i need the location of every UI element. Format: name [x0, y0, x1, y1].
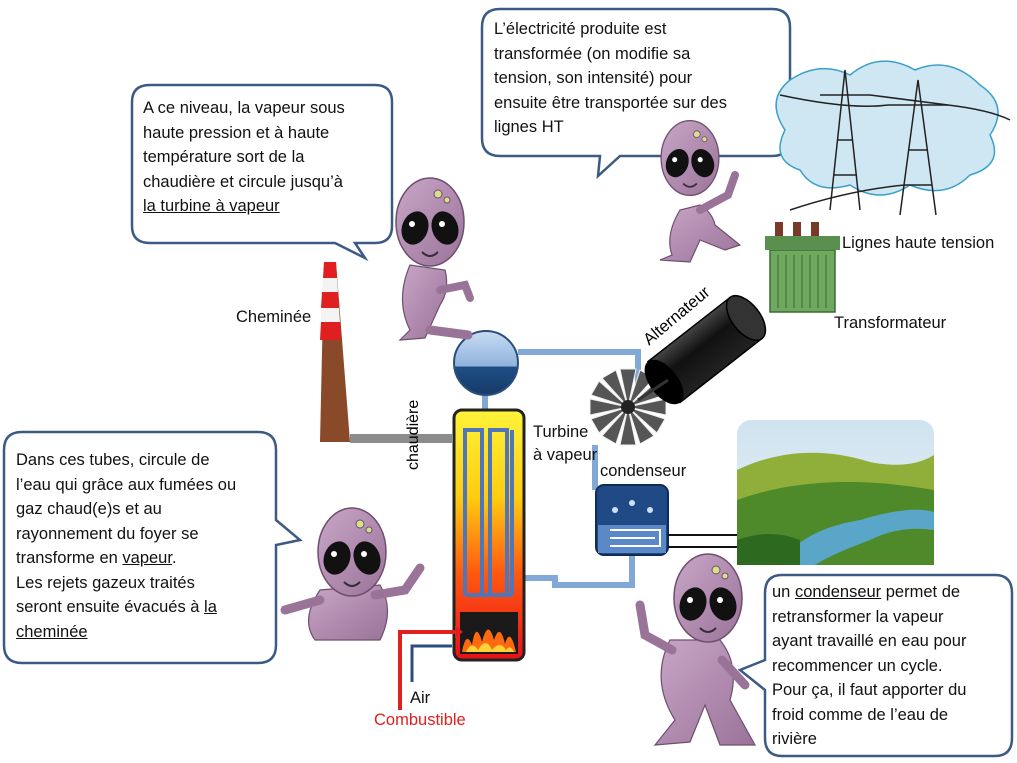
text-part: cheminée — [16, 622, 88, 641]
shaft — [637, 378, 669, 402]
steam-drum — [453, 330, 519, 396]
text-line: rayonnement du foyer se — [16, 524, 199, 543]
bubble-tubes-text: Dans ces tubes, circule de l’eau qui grâ… — [16, 448, 236, 644]
boiler — [452, 408, 526, 662]
text-line: ensuite être transportée sur des — [494, 93, 727, 112]
text-line: ayant travaillé en eau pour — [772, 632, 967, 650]
turbine-label-1: Turbine — [533, 423, 589, 441]
text-line: retransformer la vapeur — [772, 607, 944, 626]
text-line: rivière — [772, 730, 817, 748]
fuel-label: Combustible — [374, 711, 466, 729]
text-part: un — [772, 583, 795, 601]
text-line: L’électricité produite est — [494, 20, 667, 38]
river-landscape — [737, 420, 934, 565]
text-part: . — [171, 549, 177, 567]
text-part: la — [204, 598, 217, 616]
speech-bubble-condenser — [737, 573, 1014, 758]
alien-top-left — [395, 177, 474, 341]
bubble-electricity-text: L’électricité produite est transformée (… — [494, 17, 727, 140]
text-line: Pour ça, il faut apporter du — [772, 681, 967, 699]
turbine-label-2: à vapeur — [533, 446, 598, 464]
text-line: transformée (on modifie sa — [494, 44, 691, 63]
text-part: vapeur — [122, 549, 172, 567]
condenser — [595, 484, 770, 556]
power-lines — [775, 60, 1011, 216]
air-label: Air — [410, 689, 431, 707]
text-line: Les rejets gazeux traités — [16, 573, 195, 592]
power-lines-label: Lignes haute tension — [842, 234, 995, 252]
boiler-label: chaudière — [405, 399, 422, 470]
text-line: la turbine à vapeur — [143, 197, 280, 215]
text-line: chaudière et circule jusqu’à — [143, 172, 343, 191]
text-line: froid comme de l’eau de — [772, 705, 949, 724]
text-line: tension, son intensité) pour — [494, 69, 693, 87]
text-line: recommencer un cycle. — [772, 656, 943, 675]
text-line: Dans ces tubes, circule de — [16, 451, 210, 469]
bubble-condenser-text: un condenseur permet de retransformer la… — [772, 580, 966, 752]
alternator — [644, 295, 767, 405]
text-line: température sort de la — [143, 148, 305, 166]
flue-duct — [350, 434, 452, 443]
chimney-label: Cheminée — [236, 308, 312, 326]
text-line: l’eau qui grâce aux fumées ou — [16, 475, 237, 494]
pipes — [482, 349, 641, 588]
text-part: condenseur — [794, 583, 882, 601]
speech-bubble-turbine — [130, 83, 394, 262]
air-inlet — [410, 644, 452, 682]
alien-right — [635, 553, 757, 746]
condenser-label: condenseur — [600, 462, 687, 480]
text-part: transforme en — [16, 549, 123, 567]
transformer-label: Transformateur — [834, 314, 947, 332]
text-line: haute pression et à haute — [143, 123, 330, 142]
text-line: A ce niveau, la vapeur sous — [143, 99, 345, 117]
bubble-turbine-text: A ce niveau, la vapeur sous haute pressi… — [143, 96, 345, 219]
text-line: lignes HT — [494, 118, 564, 136]
alien-top-right — [659, 119, 742, 263]
chimney — [320, 262, 350, 442]
fuel-inlet — [398, 630, 455, 710]
transformer — [765, 222, 840, 313]
speech-bubble-tubes — [2, 430, 303, 665]
text-part: permet de — [881, 583, 961, 601]
text-line: gaz chaud(e)s et au — [16, 500, 162, 518]
alien-left — [280, 507, 425, 641]
text-part: seront ensuite évacués à — [16, 598, 205, 616]
